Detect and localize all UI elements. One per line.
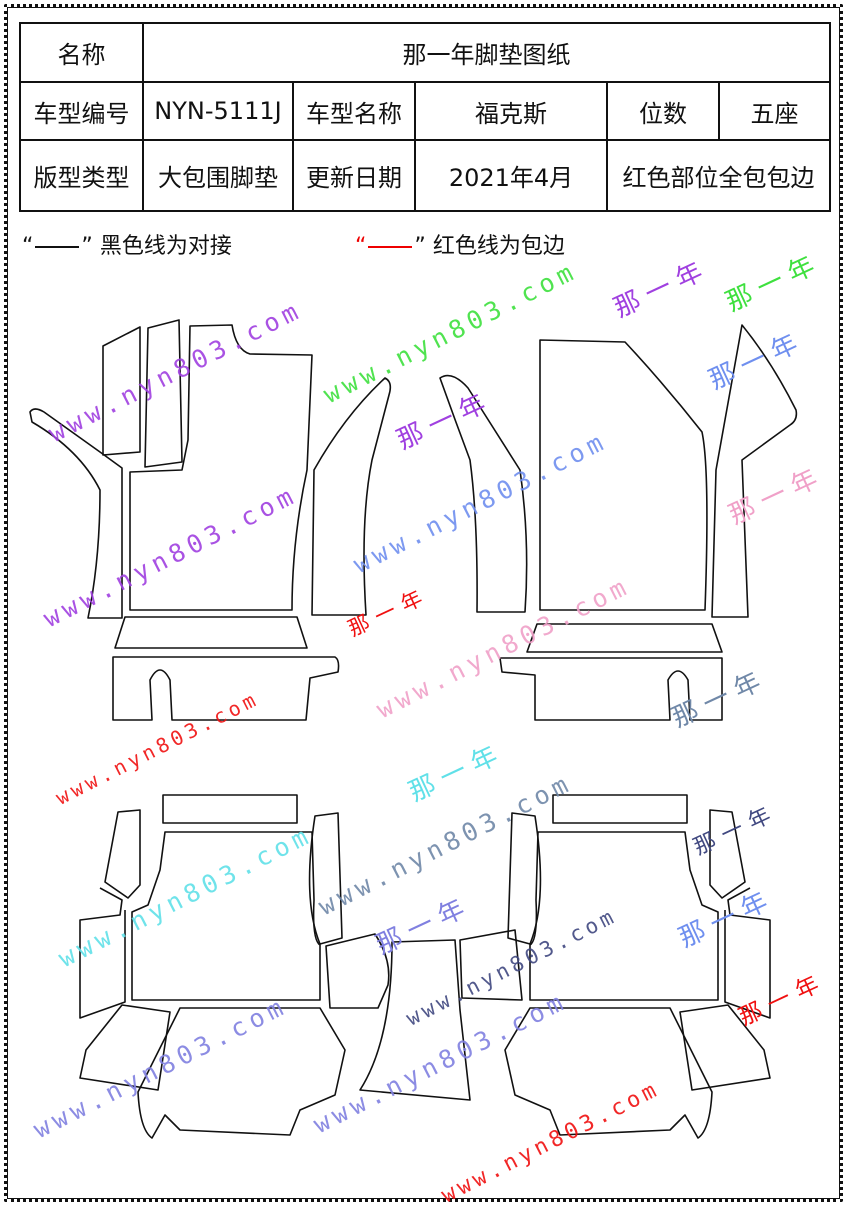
mat-piece <box>79 887 126 1019</box>
mat-piece <box>529 831 719 1001</box>
mat-piece <box>144 319 183 468</box>
model-code-label: 车型编号 <box>19 81 144 141</box>
mat-piece <box>112 656 340 721</box>
mat-piece <box>104 809 141 899</box>
mat-piece <box>102 326 141 456</box>
type-value: 大包围脚垫 <box>142 139 294 212</box>
page-border <box>4 4 843 1202</box>
mat-piece <box>679 1004 771 1091</box>
front-right-mat-set <box>439 324 798 721</box>
mat-piece <box>539 339 708 611</box>
mat-piece <box>711 324 798 618</box>
legend-red-text: 红色线为包边 <box>432 234 565 259</box>
mat-piece <box>507 812 542 945</box>
rear-right-mat-set <box>504 794 771 1139</box>
model-name-label: 车型名称 <box>292 81 416 141</box>
seats-label: 位数 <box>606 81 720 141</box>
red-line-sample <box>368 246 413 248</box>
mat-piece <box>129 324 313 611</box>
mat-piece <box>504 1007 713 1139</box>
rear-left-mat-set <box>79 794 390 1139</box>
mat-piece <box>137 1007 346 1139</box>
mat-piece <box>724 887 771 1019</box>
legend-black-text: 黑色线为对接 <box>99 234 232 259</box>
mat-piece <box>79 1004 171 1091</box>
type-label: 版型类型 <box>19 139 144 212</box>
mat-piece <box>359 939 471 1101</box>
mat-piece <box>439 374 528 613</box>
update-value: 2021年4月 <box>414 139 608 212</box>
note-value: 红色部位全包包边 <box>606 139 831 212</box>
mat-piece <box>325 933 390 1009</box>
mat-piece <box>131 831 321 1001</box>
model-code-value: NYN-5111J <box>142 81 294 141</box>
quote-open: “ <box>355 234 367 259</box>
mat-piece <box>162 794 298 824</box>
front-left-mat-set <box>29 319 392 721</box>
mat-piece <box>459 929 523 1001</box>
mat-piece <box>311 377 392 616</box>
model-name-value: 福克斯 <box>414 81 608 141</box>
quote-close: ” <box>414 234 426 259</box>
page-border-inner <box>7 7 840 1199</box>
mat-piece <box>552 794 688 824</box>
mat-piece <box>499 657 723 721</box>
mat-piece <box>29 408 123 619</box>
info-table: 名称 那一年脚垫图纸 车型编号 NYN-5111J 车型名称 福克斯 位数 五座… <box>19 22 831 212</box>
update-label: 更新日期 <box>292 139 416 212</box>
mat-piece <box>526 623 723 653</box>
legend-red: “ ” 红色线为包边 <box>355 228 565 260</box>
quote-open: “ <box>22 234 34 259</box>
mat-piece <box>308 812 343 945</box>
quote-close: ” <box>81 234 93 259</box>
rear-middle-mat-set <box>359 929 523 1101</box>
mat-piece <box>709 809 746 899</box>
name-label: 名称 <box>19 22 144 83</box>
mat-piece <box>114 616 308 649</box>
seats-value: 五座 <box>718 81 831 141</box>
black-line-sample <box>35 246 80 248</box>
name-value: 那一年脚垫图纸 <box>142 22 831 83</box>
legend-black: “ ” 黑色线为对接 <box>22 228 232 260</box>
